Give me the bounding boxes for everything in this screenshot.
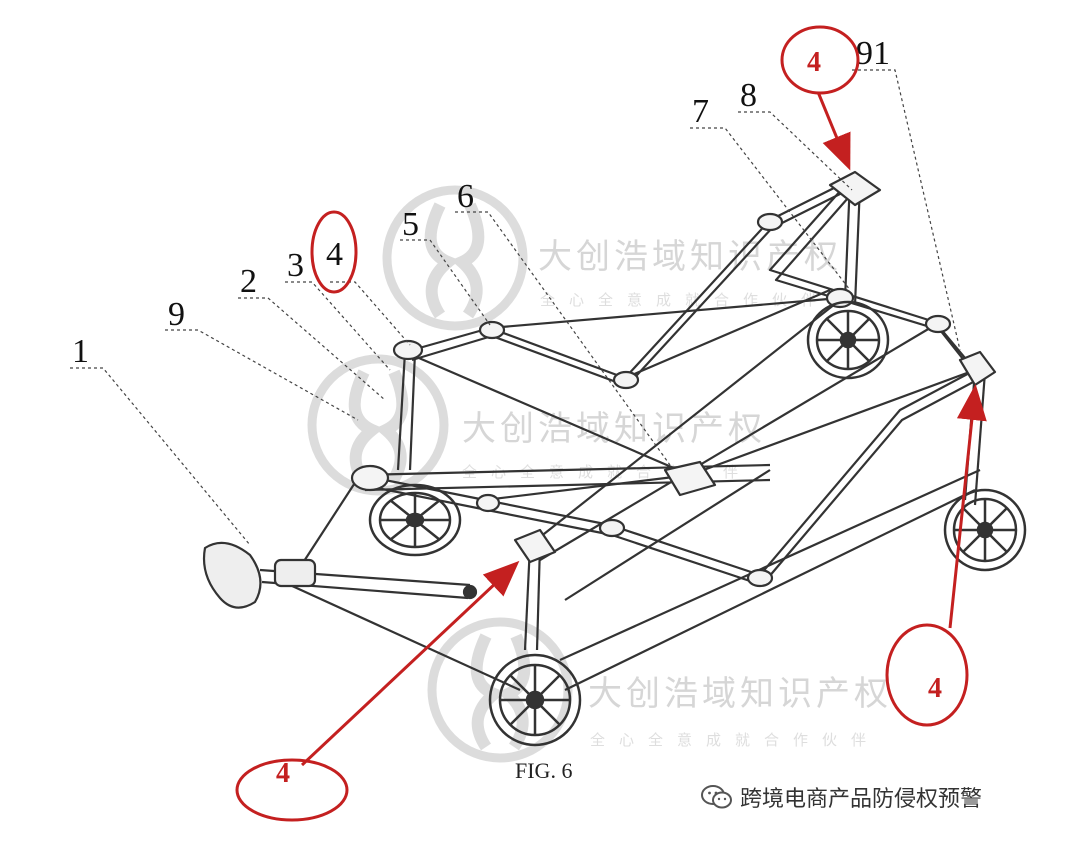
highlight-arrow-bottom — [300, 560, 520, 767]
highlight-ellipse-bottom — [235, 758, 349, 822]
highlight-labels: 4 4 4 — [276, 47, 942, 789]
account-footer: 跨境电商产品防侵权预警 — [700, 777, 1070, 817]
highlight-ellipse-left — [310, 210, 358, 294]
part-number-6: 6 — [457, 178, 474, 215]
highlight-annotations — [235, 25, 987, 822]
watermark-slogan-top: 全心全意成就合作伙伴 — [540, 291, 830, 309]
part-number-3: 3 — [287, 247, 304, 284]
part-number-91: 91 — [856, 35, 890, 72]
wheel-back-left — [806, 300, 890, 380]
part-number-7: 7 — [692, 93, 709, 130]
highlight-ellipse-right — [885, 623, 969, 727]
leader-lines — [70, 69, 961, 546]
wheel-back-right — [943, 488, 1027, 572]
part-numbers: 1 9 2 3 4 5 6 7 8 91 — [72, 35, 890, 370]
highlight-arrow-top — [816, 91, 851, 171]
part-number-4: 4 — [326, 236, 343, 273]
watermark-text-bottom: 大创浩域知识产权 — [588, 674, 892, 714]
part-number-9: 9 — [168, 296, 185, 333]
highlight-arrow-right — [948, 384, 987, 629]
part-number-1: 1 — [72, 333, 89, 370]
wechat-icon — [701, 785, 732, 809]
figure-caption: FIG. 6 — [515, 758, 572, 783]
part-number-5: 5 — [402, 206, 419, 243]
highlight-label-bottom: 4 — [276, 758, 290, 789]
watermark-slogan-bottom: 全心全意成就合作伙伴 — [590, 731, 880, 749]
wheel-front-right — [488, 653, 582, 747]
account-name: 跨境电商产品防侵权预警 — [740, 787, 983, 812]
part-number-8: 8 — [740, 77, 757, 114]
part-number-2: 2 — [240, 263, 257, 300]
watermark-logo-bottom — [427, 617, 573, 763]
watermark-logo-top — [382, 185, 528, 331]
wheel-front-left — [368, 483, 462, 557]
watermark-text-top: 大创浩域知识产权 — [538, 237, 842, 277]
highlight-label-right: 4 — [928, 673, 942, 704]
highlight-label-top: 4 — [807, 47, 821, 78]
